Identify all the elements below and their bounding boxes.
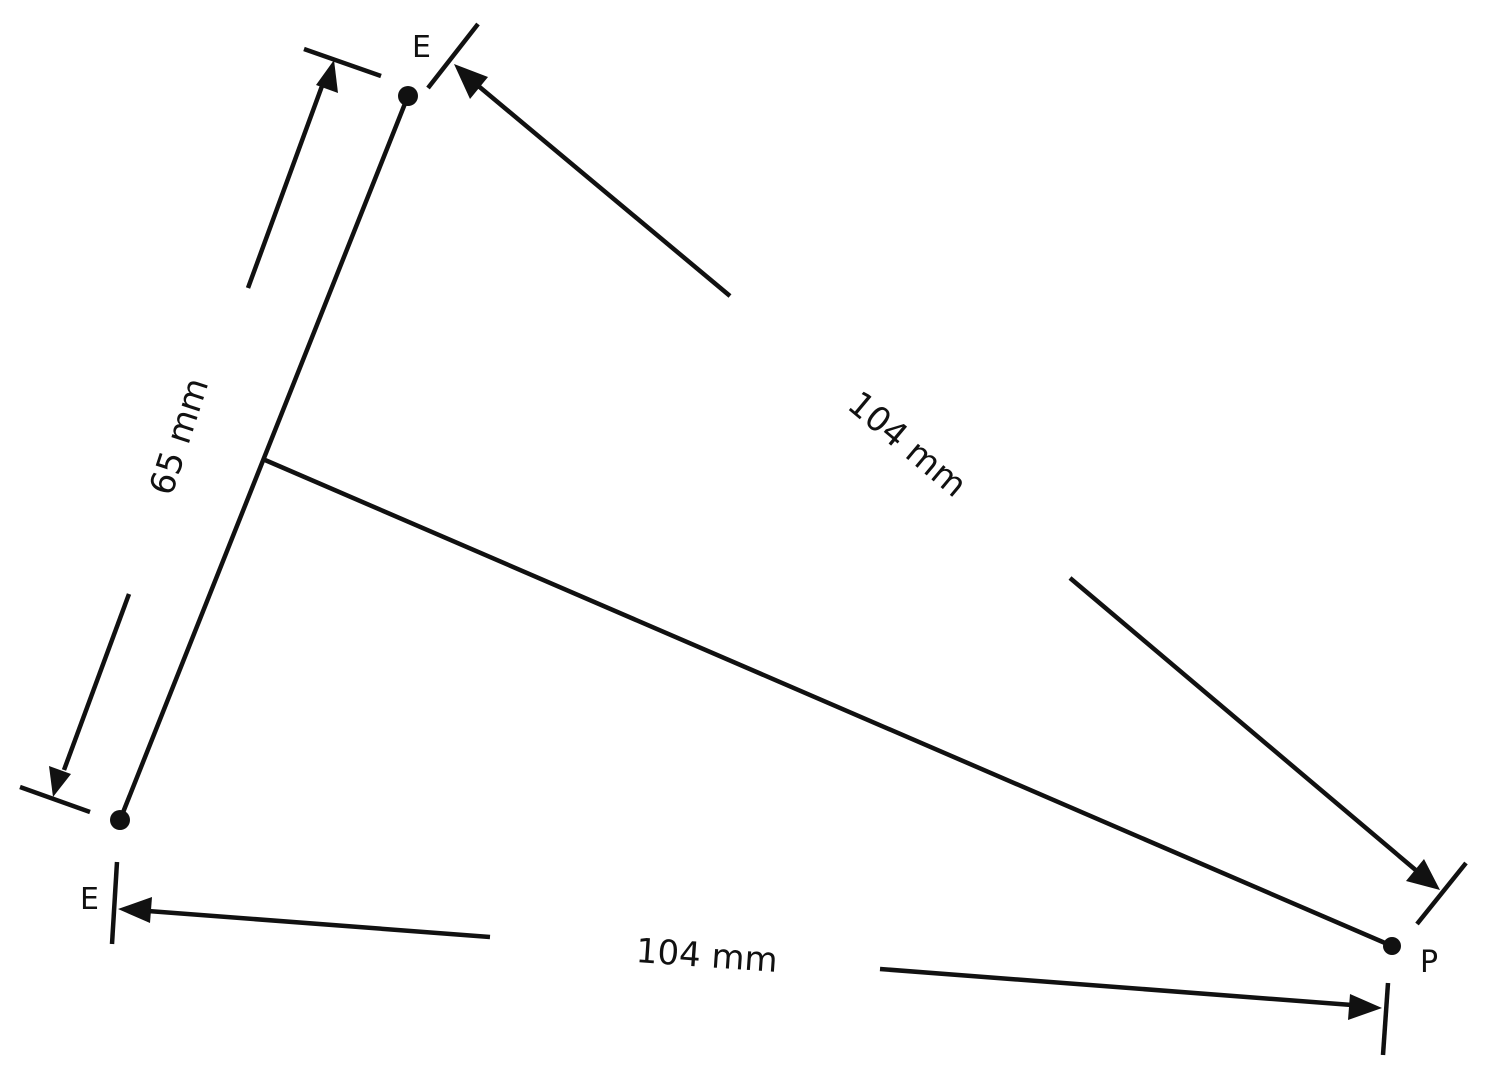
eye-top-dot [398, 86, 418, 106]
point-p-label: P [1420, 945, 1438, 980]
dim-65-arrowhead-bottom [49, 766, 71, 797]
dim-104-bottom-arrowhead-left [118, 897, 152, 923]
dim-65-tick-top [303, 46, 382, 79]
eye-bottom-dot [110, 810, 130, 830]
eye-bottom-label: E [80, 882, 99, 917]
eye-baseline [117, 95, 411, 821]
dim-104-bottom-arrowhead-right [1348, 994, 1382, 1020]
dim-104-diag-arrowhead-top [454, 64, 488, 99]
dim-104-bottom-tick-left [109, 861, 120, 945]
dim-104-bottom-tick-right [1380, 982, 1391, 1056]
midpoint-to-p-line [264, 457, 1393, 949]
dim-65-tick-bottom [19, 784, 91, 815]
point-p-dot [1383, 937, 1401, 955]
dim-104-diag-tick-top [426, 22, 480, 90]
dim-65-shaft-lower [61, 593, 132, 771]
dim-104-diag-label: 104 mm [840, 384, 974, 506]
dim-104-diag-arrowhead-bottom [1406, 859, 1440, 890]
dim-104-diag-shaft-lower [1068, 576, 1420, 874]
dim-104-diag-tick-bottom [1415, 861, 1468, 926]
dim-65-shaft-upper [245, 85, 325, 289]
eye-top-label: E [412, 30, 431, 65]
dim-104-bottom-shaft-right [879, 966, 1353, 1008]
dim-65-label: 65 mm [142, 373, 217, 500]
dim-65-arrowhead-top [316, 60, 338, 93]
dim-104-bottom-label: 104 mm [635, 931, 779, 981]
dim-104-diag-shaft-upper [474, 82, 732, 298]
dim-104-bottom-shaft-left [147, 908, 491, 940]
